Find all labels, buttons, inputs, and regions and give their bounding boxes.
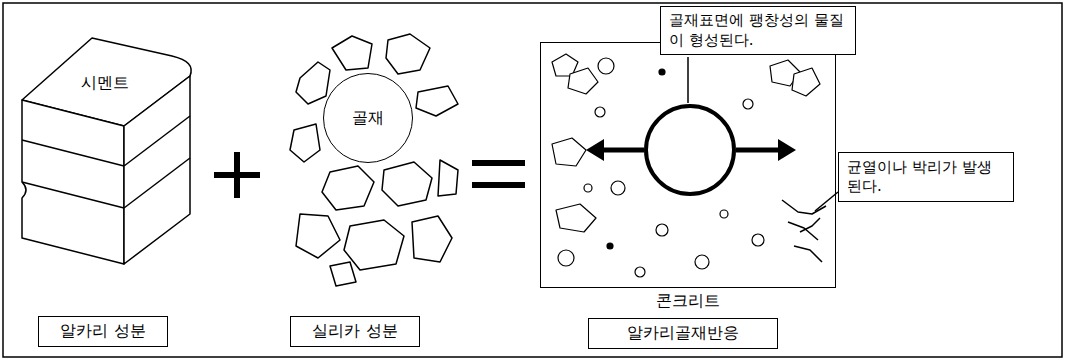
leader-line [687, 57, 689, 103]
inclusion [752, 234, 764, 246]
expansion-arrows [586, 139, 796, 161]
inclusion [659, 69, 665, 75]
leader-lines [688, 57, 838, 211]
rock [386, 34, 430, 74]
inclusion [656, 224, 668, 236]
rock [290, 124, 320, 162]
node-label: 골재표면에 팽창성의 물질이 형성된다. [669, 11, 847, 50]
inclusion [556, 204, 596, 232]
inclusion [743, 99, 753, 109]
rock [416, 86, 458, 116]
inclusion [607, 243, 613, 249]
rock [296, 62, 330, 104]
equals-stroke [472, 182, 525, 188]
arrow-head [586, 139, 604, 161]
concrete-inclusions [552, 54, 820, 277]
rock [438, 160, 458, 196]
node-label: 콘크리트 [541, 291, 835, 312]
inclusion [695, 255, 709, 269]
component-box: 알카리 성분 [38, 316, 168, 347]
cement-face [124, 76, 190, 264]
cracks [782, 200, 826, 262]
inclusion [792, 68, 820, 96]
inclusion [611, 181, 625, 195]
node-label: 균열이나 박리가 발생된다. [847, 158, 1005, 197]
cement-face [22, 140, 124, 166]
aggregate-rocks [290, 34, 458, 286]
rock [296, 214, 340, 258]
callout-box: 골재표면에 팽창성의 물질이 형성된다. [660, 6, 856, 55]
node-label: 골재 [352, 108, 384, 129]
aggregate-circle: 골재 [323, 73, 413, 163]
rock [412, 216, 452, 262]
cement-block: 시멘트 [18, 34, 198, 266]
crack [794, 246, 822, 262]
node-label: 알카리골재반응 [627, 323, 739, 344]
cement-face [124, 158, 190, 208]
inclusion [720, 210, 728, 218]
reaction-box: 알카리골재반응 [588, 318, 778, 349]
inclusion [552, 138, 586, 166]
inclusion [595, 107, 605, 117]
outer-frame [3, 3, 1062, 357]
cement-face [22, 182, 124, 208]
arrow-shaft [600, 148, 644, 153]
rock [330, 262, 356, 286]
crack [800, 218, 820, 232]
swelling-aggregate [646, 106, 734, 194]
inclusion [584, 184, 592, 192]
inclusion [598, 58, 614, 74]
rock [322, 166, 374, 210]
inclusion [558, 250, 574, 266]
plus-stroke [214, 172, 260, 178]
arrow-head [778, 139, 796, 161]
equals-sign [472, 163, 525, 185]
inclusion [635, 267, 645, 277]
callout-box: 균열이나 박리가 발생된다. [838, 152, 1014, 202]
concrete-block: 콘크리트 [540, 42, 836, 288]
cement-face [22, 100, 124, 264]
arrow-shaft [736, 148, 780, 153]
node-label: 알카리 성분 [60, 321, 145, 342]
plus-sign [214, 152, 260, 198]
cement-outline [18, 34, 198, 266]
node-label: 시멘트 [60, 73, 150, 94]
rock [332, 36, 372, 70]
node-label: 실리카 성분 [312, 321, 397, 342]
leader-line [815, 192, 838, 211]
component-box: 실리카 성분 [290, 316, 420, 347]
rock [382, 162, 432, 206]
equals-stroke [472, 160, 525, 166]
rock [344, 220, 404, 270]
cement-face [124, 116, 190, 166]
inclusion [568, 68, 598, 94]
cement-slab [22, 38, 191, 264]
